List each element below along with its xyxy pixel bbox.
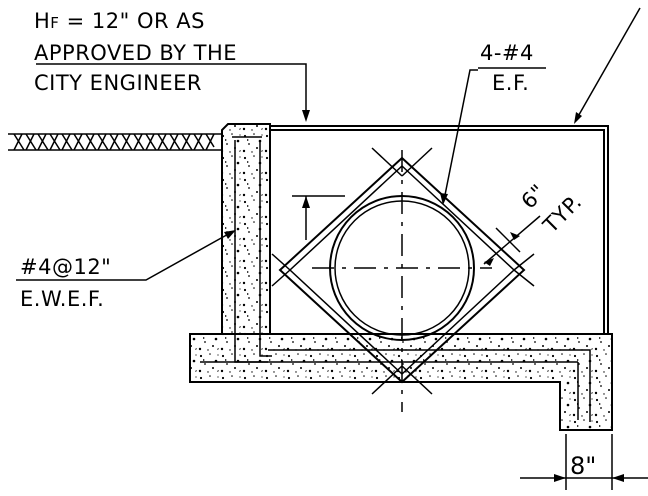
- rebar-top-label: 4-#4: [480, 41, 534, 65]
- pipe: [312, 150, 492, 412]
- wall-bar-label: #4@12": [20, 255, 111, 279]
- wall-bar-sub-label: E.W.E.F.: [20, 287, 104, 311]
- rebar-lines: [200, 136, 591, 422]
- spacing-label: 6": [517, 180, 551, 214]
- hf-note-line1: HF = 12" OR AS: [34, 9, 205, 33]
- box-outline: [267, 125, 609, 333]
- hf-note: HF = 12" OR AS APPROVED BY THE CITY ENGI…: [34, 9, 237, 95]
- concrete-wall: [221, 123, 271, 335]
- hf-note-line2: APPROVED BY THE: [34, 41, 237, 65]
- leader-lines: [16, 7, 641, 281]
- earth-hatch: [8, 133, 222, 151]
- six-inch-dimension: [483, 215, 541, 266]
- eight-inch-dimension: [520, 434, 648, 490]
- rebar-top-sub-label: E.F.: [492, 71, 529, 95]
- footing-width-label: 8": [570, 452, 596, 480]
- hf-dimension: [292, 195, 345, 240]
- hf-note-line3: CITY ENGINEER: [34, 71, 202, 95]
